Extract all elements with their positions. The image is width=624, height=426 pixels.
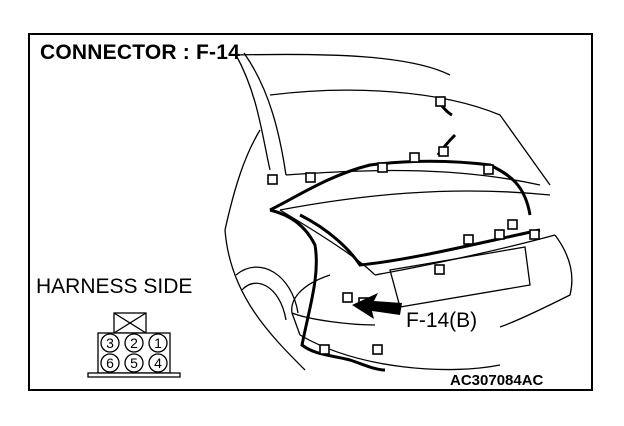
bumper-lower: [299, 334, 501, 371]
pin-6-circle: [100, 353, 120, 373]
vehicle-rear-illustration: 3 2 1 6 5 4: [87, 52, 573, 378]
trunk-lid-side: [279, 209, 376, 276]
pin-label-5: 5: [130, 355, 138, 371]
harness-connector-face: 3 2 1 6 5 4: [87, 312, 181, 378]
pin-label-6: 6: [106, 355, 114, 371]
connector-f14-location: [342, 292, 353, 303]
c-pillar-inner-line: [243, 52, 287, 176]
connector-title: CONNECTOR : F-14: [40, 41, 240, 64]
callout-arrow: [352, 293, 402, 319]
pin-5-circle: [124, 353, 144, 373]
rear-panel-right: [499, 234, 573, 328]
rear-fender-line: [224, 229, 306, 371]
license-plate-recess: [389, 246, 531, 308]
pin-label-2: 2: [130, 335, 138, 351]
pin-4-circle: [148, 353, 168, 373]
pin-3-circle: [100, 333, 120, 353]
c-pillar-line: [235, 54, 271, 171]
wheel-arch: [235, 266, 299, 314]
pin-2-circle: [124, 333, 144, 353]
pin-label-1: 1: [154, 335, 162, 351]
diagram-frame: 3 2 1 6 5 4 CONNECTOR : F-14 HARNESS SID…: [28, 33, 593, 391]
pin-label-4: 4: [154, 355, 162, 371]
harness-side-label: HARNESS SIDE: [36, 275, 193, 298]
trunk-lid-edge: [279, 190, 551, 211]
roof-line: [235, 53, 451, 76]
pin-1-circle: [148, 333, 168, 353]
rear-window-top: [269, 89, 551, 186]
figure-code: AC307084AC: [450, 372, 544, 389]
pin-label-3: 3: [106, 335, 114, 351]
connector-callout-label: F-14(B): [406, 309, 478, 332]
